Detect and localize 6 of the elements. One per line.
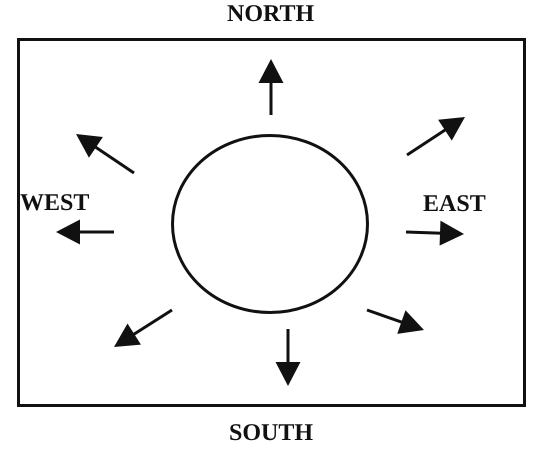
direction-label: SOUTH [229,421,314,445]
direction-label: WEST [20,191,90,215]
direction-label: EAST [423,192,486,216]
direction-label: NORTH [227,2,314,26]
circle [171,134,369,314]
frame-rectangle [17,38,526,407]
